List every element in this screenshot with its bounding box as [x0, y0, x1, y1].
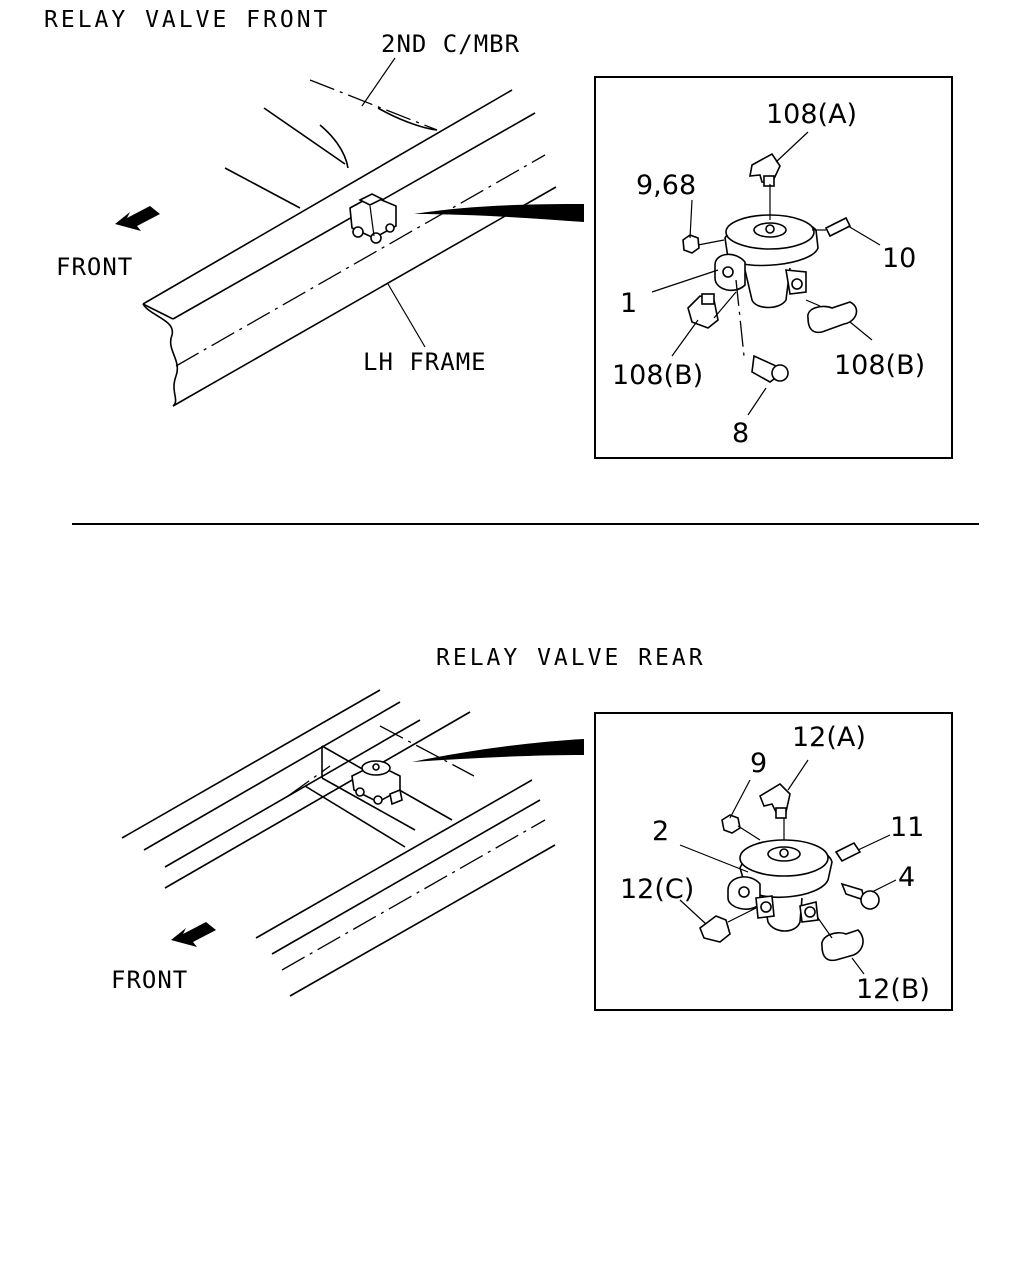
front-valve-on-frame-icon: [349, 193, 397, 244]
lh-frame-label: LH FRAME: [363, 348, 487, 376]
callout-11: 11: [890, 812, 924, 843]
callout-2: 2: [652, 816, 669, 847]
callout-9: 9: [750, 748, 767, 779]
callout-12b: 12(B): [856, 974, 930, 1005]
front-frame-drawing: [142, 57, 584, 407]
callout-10: 10: [882, 243, 916, 274]
front-detail-box: [594, 76, 953, 459]
rear-valve-on-frame-icon: [351, 760, 403, 806]
callout-4: 4: [898, 862, 915, 893]
front-detail-pointer: [414, 204, 584, 222]
rear-frame-drawing: [121, 689, 584, 997]
callout-12c: 12(C): [620, 874, 694, 905]
front-relay-valve-icon: [651, 131, 881, 416]
callout-8: 8: [732, 418, 749, 449]
callout-9-68: 9,68: [636, 170, 696, 201]
cross-member-label: 2ND C/MBR: [381, 30, 520, 58]
front-arrow-icon: [171, 922, 216, 947]
callout-108b-left: 108(B): [612, 360, 703, 391]
front-section-title: RELAY VALVE FRONT: [44, 7, 330, 33]
rear-relay-valve-icon: [679, 759, 897, 975]
front-arrow-icon: [115, 206, 160, 231]
rear-section-title: RELAY VALVE REAR: [436, 645, 706, 671]
callout-12a: 12(A): [792, 722, 866, 753]
front-direction-label: FRONT: [56, 253, 133, 281]
rear-detail-pointer: [412, 739, 584, 762]
rear-front-direction-label: FRONT: [111, 966, 188, 994]
callout-1: 1: [620, 288, 637, 319]
callout-108a: 108(A): [766, 99, 857, 130]
callout-108b-right: 108(B): [834, 350, 925, 381]
